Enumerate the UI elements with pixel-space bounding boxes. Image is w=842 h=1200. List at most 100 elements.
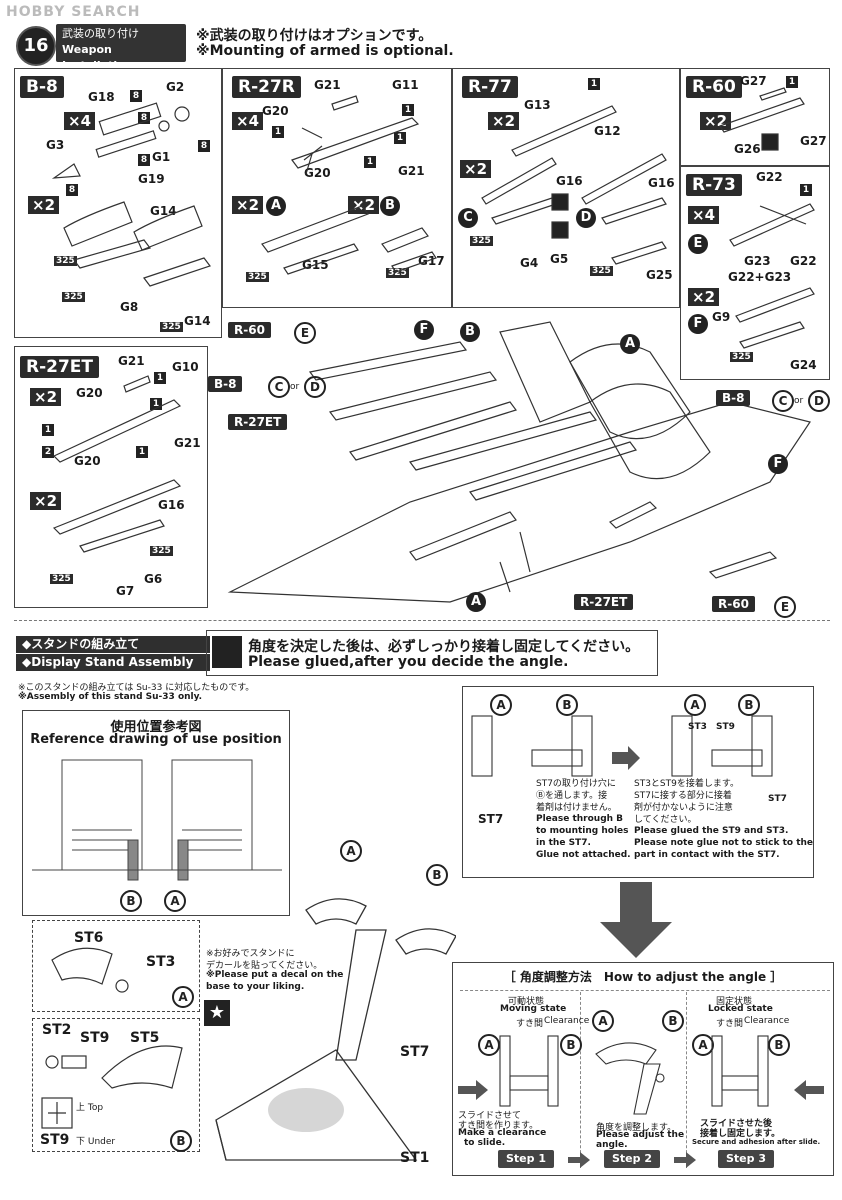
detail-jp2: Ⓑを通します。接 [536, 791, 608, 801]
r77-letter-d: D [576, 208, 596, 228]
reference-drawing-box [22, 710, 290, 916]
clearance-jp-2: すき間 [716, 1019, 744, 1029]
part-a-st3: ST3 [146, 954, 176, 970]
r73-part-g23: G23 [744, 254, 771, 268]
top-label: 上 Top [76, 1100, 103, 1113]
r27r-part-g20b: G20 [304, 166, 331, 180]
glue-icon [212, 636, 242, 668]
r77-325-a: 325 [470, 236, 493, 246]
part-b-st2: ST2 [42, 1022, 72, 1038]
detail-drawing [471, 715, 773, 777]
part-b-st9-bottom: ST9 [40, 1132, 70, 1148]
glue-notice-en: Please glued,after you decide the angle. [248, 654, 569, 670]
stand-note-en: ※Assembly of this stand Su-33 only. [18, 692, 203, 702]
r27r-num-1d: 1 [364, 156, 376, 168]
reference-title-jp: 使用位置参考図 [110, 720, 202, 735]
r27r-num-1c: 1 [394, 132, 406, 144]
stand-note-jp: ※このスタンドの組み立ては Su-33 に対応したものです。 [18, 683, 255, 693]
clearance-en-2: Clearance [744, 1016, 790, 1026]
b8-part-g19: G19 [138, 172, 165, 186]
detail2-en3: part in contact with the ST7. [634, 850, 780, 860]
r27et-qty-2: ×2 [30, 492, 62, 510]
r27et-num-1d: 1 [136, 446, 148, 458]
diag-f-top: F [414, 320, 434, 340]
diag-a-bottom: A [466, 592, 486, 612]
secure-jp1: スライドさせた後 [700, 1119, 773, 1129]
r27et-qty-1: ×2 [30, 388, 62, 406]
section-divider [14, 620, 830, 621]
b8-qty-2: ×2 [28, 196, 60, 214]
r27r-325-a: 325 [246, 272, 269, 282]
r77-drawing [481, 105, 667, 265]
part-b-drawing [41, 1045, 183, 1129]
r27et-drawing [52, 375, 182, 553]
secure-jp2: 接着し固定します。 [700, 1129, 781, 1139]
b8-num-8b: 8 [198, 140, 210, 152]
detail-en1: Please through B [536, 814, 624, 824]
ref-label-b: B [120, 890, 142, 912]
r73-part-g24: G24 [790, 358, 817, 372]
r77-part-g12: G12 [594, 124, 621, 138]
r27r-325-b: 325 [386, 268, 409, 278]
moving-en: Moving state [500, 1004, 567, 1014]
stand-drawing [215, 898, 456, 1161]
r27r-num-1b: 1 [402, 104, 414, 116]
decal-note-jp1: ※お好みでスタンドに [206, 949, 295, 959]
r27r-panel [222, 68, 452, 308]
r60-part-g27a: G27 [740, 74, 767, 88]
detail-box [462, 686, 814, 878]
r27et-num-2: 2 [42, 446, 54, 458]
part-b-st9: ST9 [80, 1030, 110, 1046]
r73-num-1: 1 [800, 184, 812, 196]
part-b-box [32, 1018, 200, 1152]
r27r-part-g11: G11 [392, 78, 419, 92]
detail-a2: A [684, 694, 706, 716]
adjust-jp: 角度を調整します。 [596, 1123, 677, 1133]
detail-st9: ST9 [716, 722, 735, 732]
step3-badge: Step 3 [718, 1150, 774, 1168]
detail-a1: A [490, 694, 512, 716]
b8-num-8a: 8 [130, 90, 142, 102]
part-b-st5: ST5 [130, 1030, 160, 1046]
step1-badge: Step 1 [498, 1150, 554, 1168]
angle-b3: B [768, 1034, 790, 1056]
stand-st7: ST7 [400, 1044, 430, 1060]
ref-label-a: A [164, 890, 186, 912]
slide-jp2: すき間を作ります。 [458, 1121, 539, 1131]
detail2-jp2: ST7に接する部分に接着 [634, 791, 732, 801]
optional-note-en: ※Mounting of armed is optional. [196, 43, 454, 59]
locked-jp: 固定状態 [716, 997, 753, 1007]
detail-jp1: ST7の取り付け穴に [536, 779, 616, 789]
slide-en2: to slide. [464, 1138, 506, 1148]
diag-r27et-bottom: R-27ET [574, 594, 634, 610]
diag-b8-left-or: or [290, 382, 300, 392]
r77-part-g5: G5 [550, 252, 569, 266]
b8-part-g1: G1 [152, 150, 171, 164]
detail-en4: Glue not attached. [536, 850, 631, 860]
r27et-part-g7: G7 [116, 584, 135, 598]
angle-step1-drawing [458, 1035, 559, 1107]
detail-b2: B [738, 694, 760, 716]
part-a-st6: ST6 [74, 930, 104, 946]
step-arrow-2-icon [674, 1152, 696, 1168]
r60-drawing [719, 87, 805, 151]
adjust-en2: angle. [596, 1140, 628, 1150]
stand-title-en: ◆Display Stand Assembly [16, 654, 210, 671]
diag-r60-left-e: E [294, 322, 316, 344]
star-icon: ★ [204, 1000, 230, 1026]
r77-325-b: 325 [590, 266, 613, 276]
b8-part-g18: G18 [88, 90, 115, 104]
r73-letter-f: F [688, 314, 708, 334]
r27r-drawing [261, 95, 437, 275]
r27et-num-1a: 1 [154, 372, 166, 384]
r27et-tag: R-27ET [20, 356, 100, 378]
detail2-jp4: してください。 [634, 815, 697, 825]
diag-b8-left-c: C [268, 376, 290, 398]
locked-en: Locked state [708, 1004, 773, 1014]
r77-num-1: 1 [588, 78, 600, 90]
b8-part-g8: G8 [120, 300, 139, 314]
r60-part-g26: G26 [734, 142, 761, 156]
r73-drawing [729, 203, 815, 349]
r73-letter-e: E [688, 234, 708, 254]
detail-st7-label: ST7 [478, 812, 504, 826]
